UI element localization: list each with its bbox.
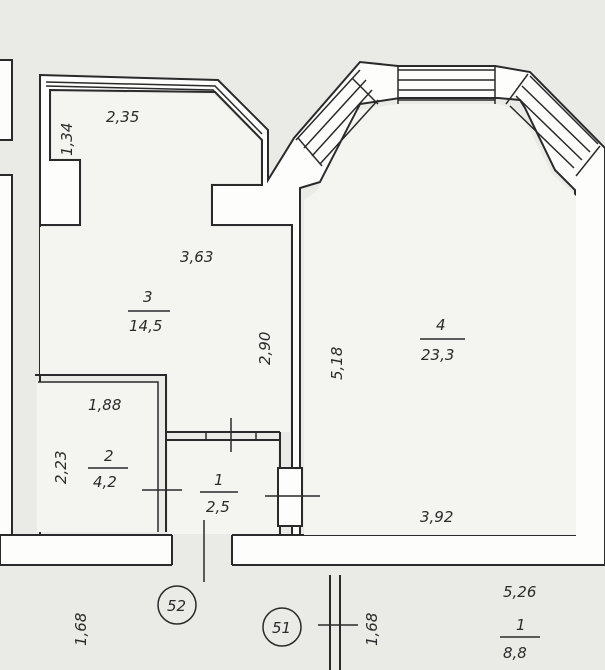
- partition-room2-inner: [38, 381, 159, 532]
- room-3-number: 3: [143, 288, 153, 306]
- room-3-area: 14,5: [129, 317, 162, 335]
- partition-room2: [35, 374, 167, 532]
- window-room3: [45, 81, 263, 137]
- entrance-jambs: [171, 535, 233, 565]
- room-2-floor: [37, 382, 159, 532]
- dim-room4-height: 5,18: [328, 347, 346, 380]
- room-4-area: 23,3: [421, 346, 454, 364]
- room-3-floor: [40, 92, 290, 432]
- dim-outer-width: 5,26: [503, 583, 536, 601]
- dim-bottom-left: 1,68: [72, 613, 90, 646]
- bay-window-top: [397, 66, 496, 104]
- stair-wall-right: [329, 575, 341, 670]
- outside-area: 8,8: [503, 644, 527, 662]
- partition-room1-top: [166, 431, 280, 441]
- room-1-floor: [168, 440, 278, 534]
- dim-partition-height: 2,90: [256, 332, 274, 365]
- dim-left-height: 1,34: [58, 123, 76, 156]
- bay-window-left: [295, 69, 379, 167]
- bay-window-right: [505, 73, 601, 177]
- dim-room2-height: 2,23: [52, 451, 70, 484]
- room-1-number: 1: [214, 471, 224, 489]
- marker-52-label: 52: [167, 597, 186, 615]
- dim-room2-width: 1,88: [88, 396, 121, 414]
- dim-top-width: 2,35: [106, 108, 139, 126]
- room-4-floor: [304, 104, 576, 535]
- room-2-area: 4,2: [93, 473, 117, 491]
- dim-room4-width: 3,92: [420, 508, 453, 526]
- entrance-gap: [172, 534, 232, 567]
- door-mark-room3: [205, 418, 257, 452]
- dim-bottom-mid: 1,68: [363, 613, 381, 646]
- outside-number: 1: [516, 616, 526, 634]
- marker-51-label: 51: [272, 619, 291, 637]
- room-1-area: 2,5: [206, 498, 230, 516]
- room-2-number: 2: [104, 447, 114, 465]
- exterior-wall-left-top: [0, 59, 13, 141]
- room-4-number: 4: [436, 316, 446, 334]
- marker-51-circle: [262, 607, 302, 647]
- marker-52-circle: [157, 585, 197, 625]
- dim-mid-width: 3,63: [180, 248, 213, 266]
- exterior-wall-left: [0, 174, 13, 536]
- door-gap-room4: [277, 467, 303, 527]
